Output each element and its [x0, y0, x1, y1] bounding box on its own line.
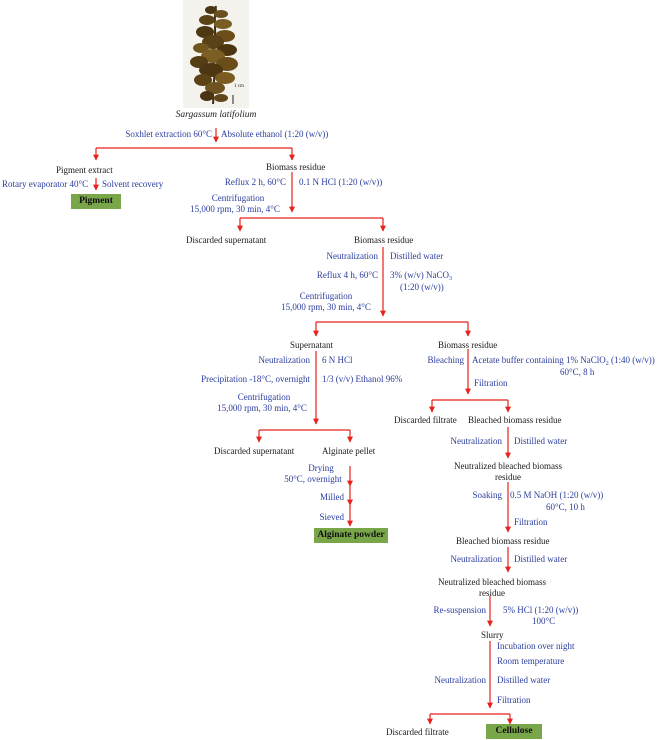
neutralization-4: Neutralization: [450, 554, 502, 564]
hcl-5pct-conditions: 100°C: [532, 616, 556, 626]
discarded-filtrate-1: Discarded filtrate: [394, 415, 457, 425]
re-suspension: Re-suspension: [433, 605, 487, 615]
biomass-residue-1: Biomass residue: [266, 162, 326, 172]
neutralized-bleached-residue-1-line2: residue: [495, 472, 521, 482]
acetate-buffer: Acetate buffer containing 1% NaClO2 (1:4…: [472, 355, 655, 367]
neutralized-bleached-residue-2: Neutralized bleached biomass: [438, 577, 546, 587]
alginate-pellet: Alginate pellet: [322, 446, 376, 456]
reflux-2h: Reflux 2 h, 60°C: [224, 177, 286, 187]
discarded-supernatant-1: Discarded supernatant: [186, 235, 267, 245]
rotary-evaporator: Rotary evaporator 40°C: [2, 179, 89, 189]
seaweed-photo: 1 cm: [183, 0, 249, 108]
naco3-reagent: 3% (w/v) NaCO3: [390, 270, 452, 282]
biomass-residue-2: Biomass residue: [354, 235, 414, 245]
slurry: Slurry: [481, 630, 504, 640]
ethanol-96: 1/3 (v/v) Ethanol 96%: [322, 374, 403, 384]
neutralization-1: Neutralization: [326, 251, 378, 261]
solvent-recovery: Solvent recovery: [102, 179, 164, 189]
hcl-0-1n: 0.1 N HCl (1:20 (w/v)): [299, 177, 383, 187]
neutralized-bleached-residue-1: Neutralized bleached biomass: [454, 461, 562, 471]
neutralization-2: Neutralization: [258, 355, 310, 365]
biomass-residue-3: Biomass residue: [438, 340, 498, 350]
sieved: Sieved: [319, 512, 345, 522]
discarded-supernatant-2: Discarded supernatant: [214, 446, 295, 456]
discarded-filtrate-2: Discarded filtrate: [386, 727, 449, 737]
distilled-water-1: Distilled water: [390, 251, 444, 261]
naco3-ratio: (1:20 (w/v)): [400, 282, 444, 292]
bleaching: Bleaching: [427, 355, 465, 365]
neutralization-3: Neutralization: [450, 436, 502, 446]
acetate-conditions: 60°C, 8 h: [560, 367, 595, 377]
bleached-biomass-residue-2: Bleached biomass residue: [456, 536, 550, 546]
cellulose-product: Cellulose: [486, 724, 542, 739]
neutralization-5: Neutralization: [434, 675, 486, 685]
milled: Milled: [320, 492, 344, 502]
reflux-4h: Reflux 4 h, 60°C: [316, 270, 378, 280]
scale-label: 1 cm: [234, 84, 244, 89]
incubation: Incubation over night: [497, 641, 575, 651]
centrifugation-2: Centrifugation: [299, 291, 353, 301]
absolute-ethanol: Absolute ethanol (1:20 (w/v)): [221, 129, 329, 139]
supernatant: Supernatant: [290, 340, 333, 350]
soaking: Soaking: [472, 490, 502, 500]
naoh-conditions: 60°C, 10 h: [546, 502, 585, 512]
filtration-2: Filtration: [514, 517, 548, 527]
drying-conditions: 50°C, overnight: [284, 474, 342, 484]
hcl-5pct: 5% HCl (1:20 (w/v)): [503, 605, 579, 615]
neutralized-bleached-residue-2-line2: residue: [479, 588, 505, 598]
distilled-water-2: Distilled water: [514, 436, 568, 446]
pigment-extract: Pigment extract: [56, 165, 113, 175]
filtration-3: Filtration: [497, 695, 531, 705]
filtration-1: Filtration: [474, 378, 508, 388]
hcl-6n: 6 N HCl: [322, 355, 353, 365]
pigment-product: Pigment: [71, 194, 121, 209]
centrifugation-1-conditions: 15,000 rpm, 30 min, 4°C: [190, 204, 280, 214]
centrifugation-2-conditions: 15,000 rpm, 30 min, 4°C: [281, 302, 371, 312]
distilled-water-3: Distilled water: [514, 554, 568, 564]
naoh-reagent: 0.5 M NaOH (1:20 (w/v)): [510, 490, 604, 500]
distilled-water-4: Distilled water: [497, 675, 551, 685]
centrifugation-1: Centrifugation: [211, 193, 265, 203]
soxhlet-extraction: Soxhlet extraction 60°C: [125, 129, 212, 139]
alginate-powder-product: Alginate powder: [314, 528, 388, 543]
precipitation: Precipitation -18°C, overnight: [201, 374, 310, 384]
centrifugation-3: Centrifugation: [237, 392, 291, 402]
drying: Drying: [308, 463, 334, 473]
room-temperature: Room temperature: [497, 656, 565, 666]
bleached-biomass-residue-1: Bleached biomass residue: [468, 415, 562, 425]
centrifugation-3-conditions: 15,000 rpm, 30 min, 4°C: [217, 403, 307, 413]
species-label: Sargassum latifolium: [175, 110, 257, 120]
